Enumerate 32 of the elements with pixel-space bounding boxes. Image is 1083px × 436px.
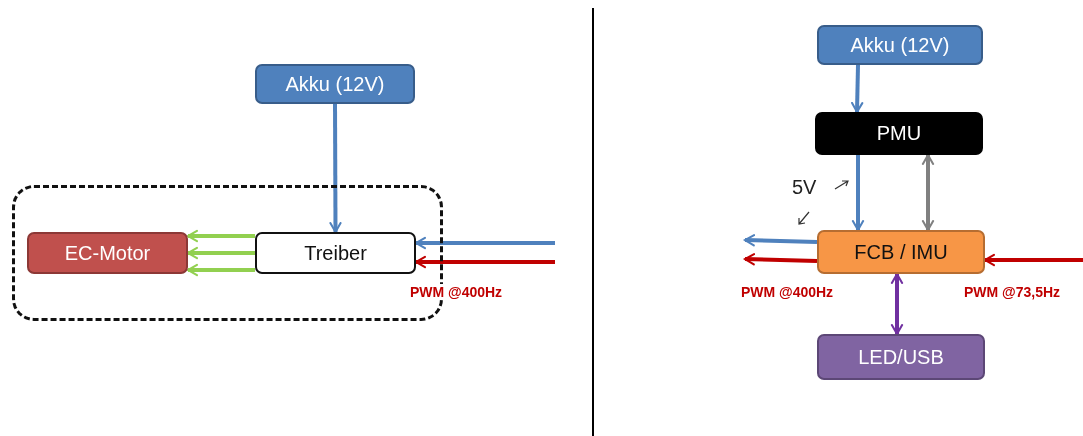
node-label: EC-Motor [64, 241, 151, 265]
voltage-label: 5V [792, 176, 817, 199]
dashed-group-frame [12, 185, 443, 321]
battery-box [817, 25, 983, 65]
arrow [984, 253, 1083, 267]
node-label: LED/USB [858, 345, 944, 369]
arrow [415, 236, 555, 250]
node-label: Treiber [304, 241, 367, 265]
pmu-box [815, 112, 983, 155]
node-label: FCB / IMU [854, 240, 948, 264]
edge-label: PWM @400Hz [408, 284, 504, 300]
driver-box [255, 232, 416, 274]
io-box [817, 334, 985, 380]
arrow [329, 104, 342, 233]
arrow [187, 229, 255, 243]
arrow [921, 154, 935, 231]
battery-box [255, 64, 415, 104]
motor-box [27, 232, 188, 274]
arrow [851, 64, 864, 113]
arrow [744, 253, 818, 266]
edge-label: PWM @73,5Hz [962, 284, 1062, 300]
node-label: PMU [876, 122, 922, 145]
arrow [851, 155, 865, 231]
edge-label: PWM @400Hz [739, 284, 835, 300]
arrow [744, 234, 818, 247]
arrow [415, 255, 555, 269]
arrow [187, 263, 255, 277]
controller-box [817, 230, 985, 274]
node-label: Akku (12V) [285, 72, 385, 96]
arrow [890, 273, 904, 335]
node-label: Akku (12V) [850, 33, 950, 57]
arrow [187, 246, 255, 260]
